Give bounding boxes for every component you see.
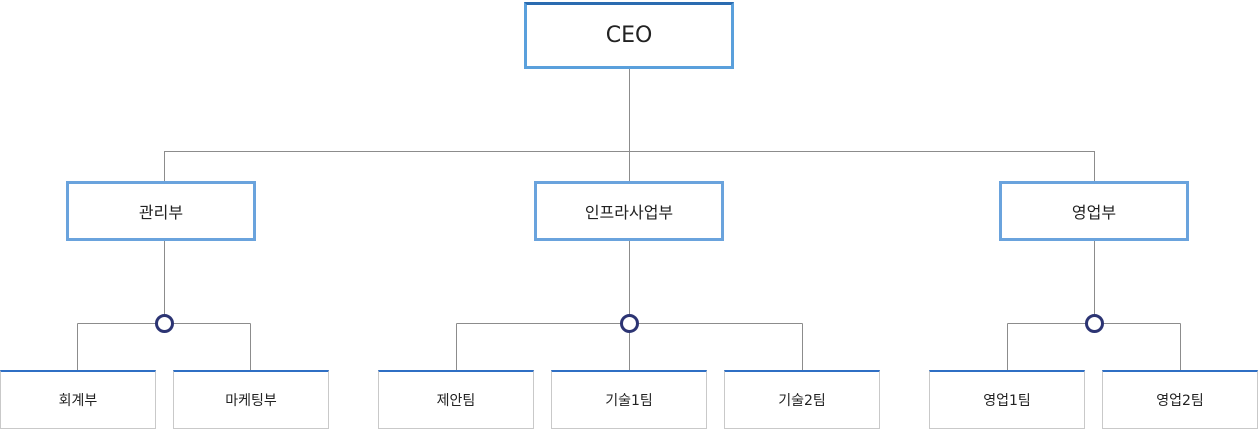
- team-box: 회계부: [0, 370, 156, 429]
- team-label: 기술1팀: [605, 393, 653, 409]
- junction-node: [620, 314, 639, 333]
- dept-box-management: 관리부: [66, 181, 256, 241]
- dept-label: 관리부: [138, 203, 184, 222]
- junction-node: [155, 314, 174, 333]
- ceo-label: CEO: [605, 23, 653, 48]
- ceo-box: CEO: [524, 2, 734, 69]
- team-box: 영업2팀: [1102, 370, 1258, 429]
- team-box: 제안팀: [378, 370, 534, 429]
- team-label: 기술2팀: [778, 393, 826, 409]
- dept-label: 인프라사업부: [584, 203, 674, 222]
- team-label: 마케팅부: [225, 393, 277, 409]
- dept-box-infrastructure: 인프라사업부: [534, 181, 724, 241]
- team-label: 영업1팀: [983, 393, 1031, 409]
- dept-box-sales: 영업부: [999, 181, 1189, 241]
- junction-node: [1085, 314, 1104, 333]
- dept-label: 영업부: [1071, 203, 1117, 222]
- team-label: 회계부: [58, 393, 98, 409]
- team-box: 기술1팀: [551, 370, 707, 429]
- team-label: 제안팀: [436, 393, 476, 409]
- team-box: 영업1팀: [929, 370, 1085, 429]
- team-box: 기술2팀: [724, 370, 880, 429]
- team-label: 영업2팀: [1156, 393, 1204, 409]
- team-box: 마케팅부: [173, 370, 329, 429]
